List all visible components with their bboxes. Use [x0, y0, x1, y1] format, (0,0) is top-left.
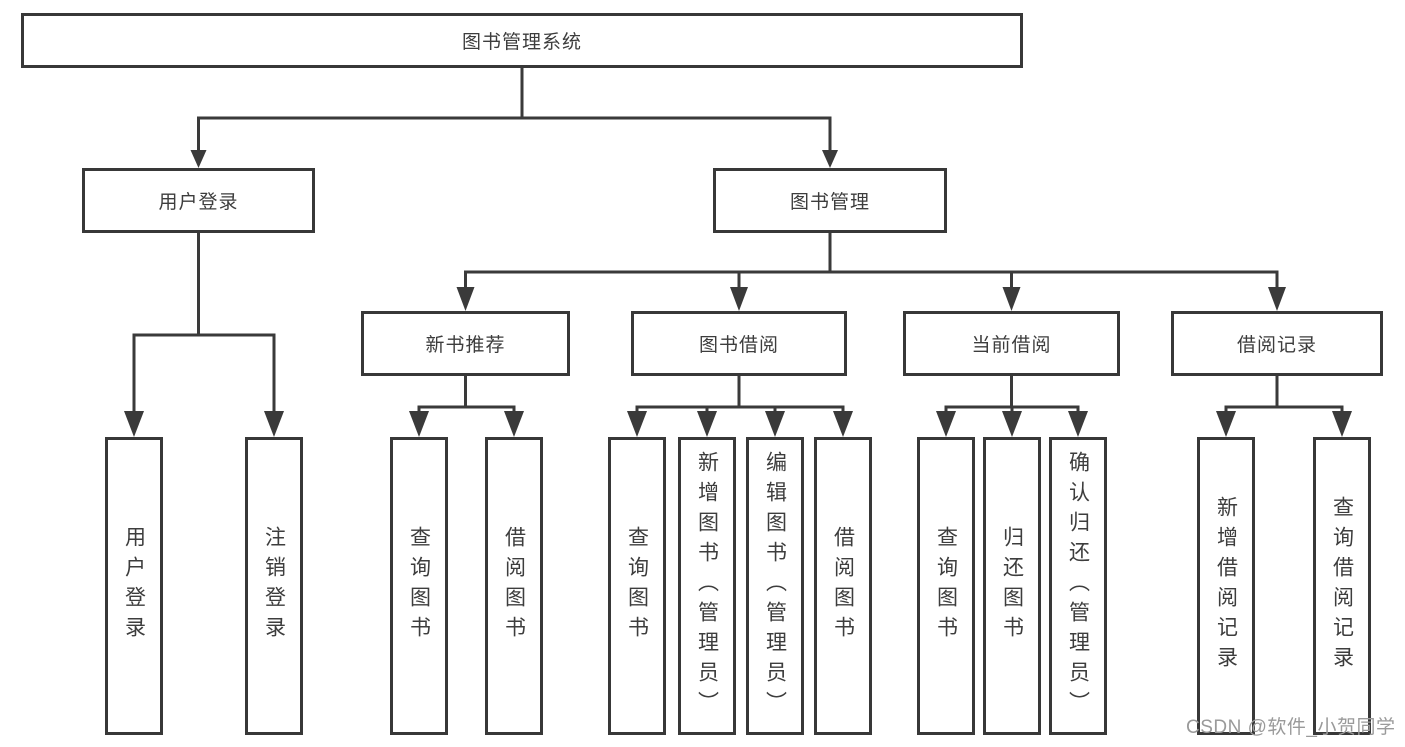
node-label-current-borrowing: 当前借阅 [971, 335, 1052, 356]
arrowhead-icon [765, 411, 785, 437]
node-label-query-borrow-record: 查询借阅记录 [1330, 496, 1354, 676]
node-label-book-borrowing: 图书借阅 [698, 335, 779, 356]
node-label-confirm-return-admin: 确认归还（管理员） [1066, 451, 1090, 721]
node-label-library-system: 图书管理系统 [461, 32, 582, 53]
node-add-borrow-record: 新增借阅记录 [1197, 437, 1255, 735]
arrowhead-icon [1002, 287, 1021, 311]
node-label-borrow-books-1: 借阅图书 [502, 526, 526, 646]
arrowhead-icon [822, 150, 838, 168]
node-user-login: 用户登录 [82, 168, 315, 233]
node-query-books-3: 查询图书 [917, 437, 975, 735]
node-label-query-books-1: 查询图书 [407, 526, 431, 646]
arrowhead-icon [124, 411, 144, 437]
node-label-add-borrow-record: 新增借阅记录 [1214, 496, 1238, 676]
watermark: CSDN @软件_小贺同学 [1186, 717, 1396, 738]
node-library-system: 图书管理系统 [21, 13, 1023, 68]
node-label-user-login: 用户登录 [158, 192, 239, 213]
node-return-books: 归还图书 [983, 437, 1041, 735]
arrowhead-icon [1068, 411, 1088, 437]
arrowhead-icon [833, 411, 853, 437]
node-borrow-books-2: 借阅图书 [814, 437, 872, 735]
node-query-books-2: 查询图书 [608, 437, 666, 735]
arrowhead-icon [1216, 411, 1236, 437]
node-borrowing-records: 借阅记录 [1171, 311, 1383, 376]
arrowhead-icon [264, 411, 284, 437]
node-logout-leaf: 注销登录 [245, 437, 303, 735]
arrowhead-icon [936, 411, 956, 437]
node-label-new-book-recommend: 新书推荐 [425, 335, 506, 356]
node-current-borrowing: 当前借阅 [903, 311, 1120, 376]
node-label-query-books-2: 查询图书 [625, 526, 649, 646]
arrowhead-icon [409, 411, 429, 437]
node-book-borrowing: 图书借阅 [631, 311, 847, 376]
node-label-borrowing-records: 借阅记录 [1236, 335, 1317, 356]
arrowhead-icon [1268, 287, 1286, 311]
arrowhead-icon [504, 411, 524, 437]
node-new-book-recommend: 新书推荐 [361, 311, 570, 376]
node-label-add-books-admin: 新增图书（管理员） [695, 451, 719, 721]
node-label-logout-leaf: 注销登录 [262, 526, 286, 646]
arrowhead-icon [456, 287, 475, 311]
node-label-return-books: 归还图书 [1000, 526, 1024, 646]
arrowhead-icon [697, 411, 717, 437]
arrowhead-icon [1002, 411, 1022, 437]
node-confirm-return-admin: 确认归还（管理员） [1049, 437, 1107, 735]
node-borrow-books-1: 借阅图书 [485, 437, 543, 735]
node-query-borrow-record: 查询借阅记录 [1313, 437, 1371, 735]
node-add-books-admin: 新增图书（管理员） [678, 437, 736, 735]
arrowhead-icon [190, 150, 207, 168]
node-query-books-1: 查询图书 [390, 437, 448, 735]
arrowhead-icon [730, 287, 748, 311]
arrowhead-icon [627, 411, 647, 437]
node-label-query-books-3: 查询图书 [934, 526, 958, 646]
node-label-edit-books-admin: 编辑图书（管理员） [763, 451, 787, 721]
node-label-borrow-books-2: 借阅图书 [831, 526, 855, 646]
node-label-user-login-leaf: 用户登录 [122, 526, 146, 646]
node-label-book-management: 图书管理 [789, 192, 870, 213]
node-edit-books-admin: 编辑图书（管理员） [746, 437, 804, 735]
node-user-login-leaf: 用户登录 [105, 437, 163, 735]
node-book-management: 图书管理 [713, 168, 947, 233]
arrowhead-icon [1332, 411, 1352, 437]
